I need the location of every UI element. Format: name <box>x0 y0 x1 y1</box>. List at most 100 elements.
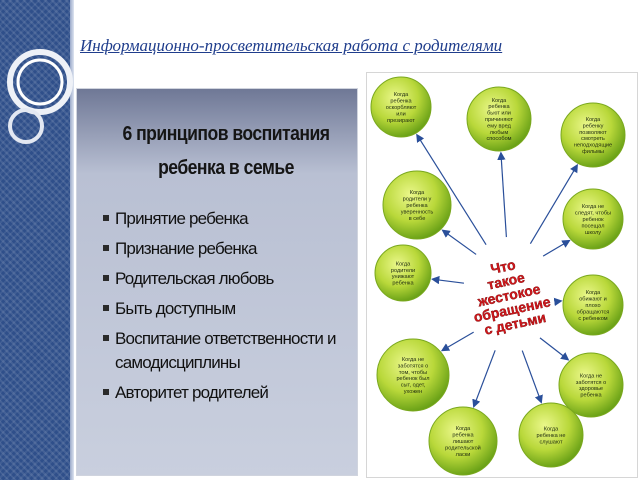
diagram-arrow <box>441 229 477 255</box>
bubble-circle <box>428 406 498 476</box>
bubble-text: ласки <box>456 452 471 458</box>
page-title: Информационно-просветительская работа с … <box>80 36 503 55</box>
slide-heading: 6 принципов воспитания ребенка в семье <box>116 117 336 185</box>
bubble-text: ребенка <box>406 203 428 209</box>
bubble-text: Когда <box>456 426 471 432</box>
diagram-arrow <box>529 163 578 244</box>
bubble-text: ребенка <box>392 281 414 287</box>
bubble-text: унижают <box>392 274 415 280</box>
decorative-rings <box>7 49 73 144</box>
bubble-text: том, чтобы <box>399 370 427 376</box>
diagram-arrow <box>521 350 543 404</box>
diagram-canvas: КогдаребенкаоскорбляютилипрезираютКогдар… <box>370 76 626 476</box>
bubble-text: с ребенком <box>578 316 607 322</box>
bubble-text: заботятся о <box>576 380 606 386</box>
bubble-text: Когда <box>544 427 559 433</box>
bubble-text: презирают <box>387 118 415 124</box>
principle-item: Быть доступным <box>103 297 353 321</box>
diagram-arrow <box>472 350 496 408</box>
center-caption-text: такое <box>486 269 527 293</box>
bubble-text: любым <box>490 130 509 136</box>
bubble-text: Когда <box>410 190 425 196</box>
bubble-circle <box>562 274 624 336</box>
bubble-text: ребенка <box>580 393 602 399</box>
bubble-text: слушают <box>539 439 563 445</box>
bubble-text: ухожен <box>404 389 423 395</box>
diagram-bubble: Когдаребенкупозволяютсмотретьнеподходящи… <box>560 102 626 168</box>
bubble-text: фильмы <box>582 149 604 155</box>
bubble-text: ребенка <box>488 104 510 110</box>
diagram-arrow <box>440 331 474 352</box>
bubble-text: Когда <box>586 290 601 296</box>
bubble-text: бьют или <box>487 111 511 117</box>
bubble-text: обижают и <box>579 297 607 303</box>
bubble-text: Когда не <box>582 204 604 210</box>
bubble-text: Когда <box>394 92 409 98</box>
bubble-circle <box>370 76 432 138</box>
bubble-circle <box>518 402 584 468</box>
principles-list: Принятие ребенка Признание ребенка Родит… <box>103 207 353 411</box>
principle-item: Воспитание ответственности и самодисципл… <box>103 327 353 375</box>
bubble-circle <box>376 338 450 412</box>
bubble-text: здоровье <box>579 386 603 392</box>
bubble-circle <box>382 170 452 240</box>
bubble-text: ребенок <box>582 217 604 223</box>
bubble-text: родители <box>391 268 415 274</box>
decorative-strip-edge <box>70 0 74 480</box>
bubble-text: в себе <box>409 216 426 222</box>
diagram-arrow <box>553 297 563 307</box>
bubble-text: ему вред <box>487 123 511 129</box>
bubble-text: смотреть <box>581 136 605 142</box>
bubble-text: родители у <box>403 197 432 203</box>
bubble-text: школу <box>585 230 601 236</box>
slide-heading-line: 6 принципов воспитания <box>122 123 330 145</box>
principle-item: Авторитет родителей <box>103 381 353 405</box>
bubble-text: ребенка <box>390 99 412 105</box>
bubble-text: Когда <box>586 117 601 123</box>
bubble-text: заботятся о <box>398 363 428 369</box>
bubble-text: Когда не <box>402 357 424 363</box>
bubble-text: следят, чтобы <box>575 211 611 217</box>
diagram-arrow <box>430 275 465 285</box>
bubble-text: неподходящие <box>574 143 612 149</box>
bubble-text: родительской <box>445 444 481 451</box>
bubble-text: обращаются <box>577 309 610 315</box>
bubble-text: ребенок был <box>396 376 429 382</box>
bubble-text: способом <box>486 136 511 142</box>
bubble-circle <box>374 244 432 302</box>
diagram-arrow <box>539 337 570 361</box>
center-caption-text: Что <box>489 256 517 277</box>
bubble-text: лишают <box>453 439 474 445</box>
bubble-text: ребенка не <box>537 433 566 439</box>
bubble-text: ребенка <box>452 433 474 439</box>
bubble-text: посещал <box>581 223 604 229</box>
diagram-arrow <box>497 151 507 238</box>
bubble-text: оскорбляют <box>386 105 417 111</box>
bubble-circle <box>560 102 626 168</box>
slide-heading-line: ребенка в семье <box>158 157 294 179</box>
bubble-text: сыт, одет, <box>401 383 426 389</box>
bubble-text: уверенность <box>401 209 434 215</box>
principle-item: Принятие ребенка <box>103 207 353 231</box>
principle-item: Признание ребенка <box>103 237 353 261</box>
bubble-circle <box>466 86 532 152</box>
principles-slide: 6 принципов воспитания ребенка в семье П… <box>76 88 358 476</box>
bubble-text: Когда <box>492 98 507 104</box>
bubble-text: причиняют <box>485 117 513 123</box>
bubble-text: Когда <box>396 261 411 267</box>
bubble-text: ребенку <box>583 123 604 129</box>
bubble-text: Когда не <box>580 373 602 379</box>
diagram-arrow <box>416 133 487 246</box>
